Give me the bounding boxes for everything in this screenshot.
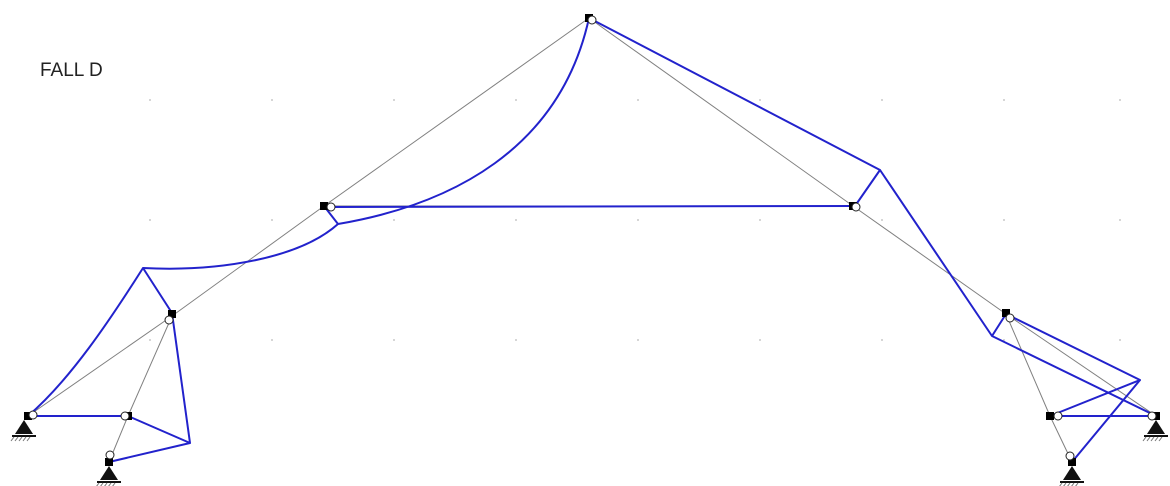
node-marker-icon — [168, 310, 176, 318]
hinge-circle-icon — [120, 411, 130, 421]
support-pin-icon — [1142, 420, 1168, 442]
grid-dots — [149, 99, 1121, 341]
grid-dot — [271, 99, 273, 101]
deformed-right-lower — [879, 169, 1157, 417]
hinge-circle-icon — [28, 410, 38, 420]
grid-dot — [515, 219, 517, 221]
grid-dot — [881, 99, 883, 101]
grid-dot — [515, 339, 517, 341]
hinge-circle-icon — [587, 15, 597, 25]
grid-dot — [271, 339, 273, 341]
grid-dot — [759, 99, 761, 101]
grid-dot — [1119, 339, 1121, 341]
deformed-right-rafter — [588, 17, 881, 207]
original-right-rafter — [588, 17, 1157, 417]
grid-dot — [393, 99, 395, 101]
grid-dot — [759, 339, 761, 341]
node-marker-icon — [1002, 309, 1010, 317]
grid-dot — [1003, 339, 1005, 341]
grid-dot — [393, 339, 395, 341]
hinge-circle-icon — [1005, 313, 1015, 323]
grid-dot — [1003, 99, 1005, 101]
hinge-circle-icon — [1147, 411, 1157, 421]
grid-dot — [637, 339, 639, 341]
grid-dot — [149, 339, 151, 341]
original-left-rafter — [27, 17, 590, 417]
hinge-circle-icon — [164, 315, 174, 325]
deformed-tie-beam — [329, 205, 856, 208]
grid-dot — [637, 219, 639, 221]
grid-dot — [515, 99, 517, 101]
grid-dot — [393, 219, 395, 221]
hinge-circle-icon — [105, 450, 115, 460]
node-marker-icon — [1068, 458, 1076, 466]
support-pin-icon — [96, 466, 121, 486]
deformed-structure — [27, 17, 1157, 463]
hinge-markers — [28, 15, 1157, 461]
page-title: FALL D — [40, 60, 103, 81]
grid-dot — [759, 219, 761, 221]
deformed-right-strut — [1071, 379, 1141, 463]
grid-dot — [149, 219, 151, 221]
node-marker-icon — [320, 202, 328, 210]
deformed-left-knee — [127, 267, 191, 444]
deformed-left-strut — [108, 442, 191, 463]
grid-dot — [1003, 219, 1005, 221]
node-marker-icon — [1046, 412, 1054, 420]
grid-dot — [637, 99, 639, 101]
hinge-circle-icon — [1065, 451, 1075, 461]
original-structure — [27, 17, 1157, 463]
hinge-circle-icon — [1053, 411, 1063, 421]
hinge-circle-icon — [851, 202, 861, 212]
support-pin-icon — [10, 420, 36, 442]
node-marker-icon — [24, 412, 32, 420]
support-pin-icon — [1059, 466, 1084, 486]
grid-dot — [149, 99, 151, 101]
node-marker-icon — [105, 458, 113, 466]
grid-dot — [881, 219, 883, 221]
grid-dot — [1119, 219, 1121, 221]
hinge-circle-icon — [326, 202, 336, 212]
node-markers — [24, 14, 1160, 466]
grid-dot — [881, 339, 883, 341]
grid-dot — [1119, 99, 1121, 101]
supports — [10, 420, 1168, 486]
grid-dot — [271, 219, 273, 221]
